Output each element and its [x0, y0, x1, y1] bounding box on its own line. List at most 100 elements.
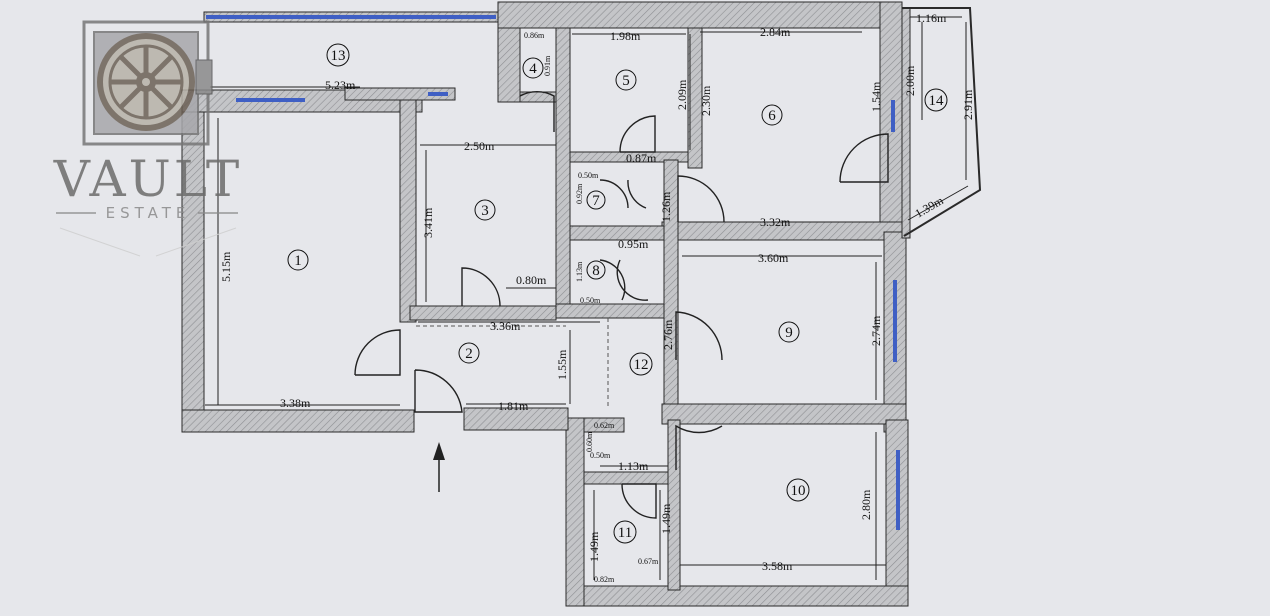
- door-arc: [677, 175, 725, 223]
- room-label-13: 13: [326, 43, 350, 67]
- dim-label: 2.09m: [675, 79, 689, 110]
- dim-label: 1.16m: [916, 11, 947, 25]
- logo-tagline: ESTATE: [106, 204, 191, 222]
- wall: [565, 585, 909, 607]
- balcony-14-outline: [902, 7, 982, 237]
- door-arc: [619, 115, 656, 153]
- room-label-5: 5: [615, 69, 637, 91]
- svg-text:8: 8: [592, 263, 600, 279]
- svg-text:9: 9: [785, 325, 793, 341]
- wall: [497, 1, 899, 29]
- door-arc: [354, 329, 401, 376]
- svg-text:14: 14: [929, 93, 945, 109]
- wall: [181, 89, 205, 433]
- wall: [901, 7, 911, 239]
- wall: [344, 87, 456, 101]
- room-label-4: 4: [522, 57, 544, 79]
- wall: [463, 407, 569, 431]
- door-arc: [414, 369, 463, 413]
- svg-text:12: 12: [634, 357, 649, 373]
- dim-label: 0.92m: [575, 183, 584, 204]
- dim-label: 2.84m: [760, 25, 791, 39]
- svg-text:5: 5: [622, 73, 630, 89]
- dim-label: 0.86m: [524, 31, 545, 40]
- door-arc: [675, 424, 723, 470]
- dim-label: 2.00m: [903, 65, 917, 96]
- door-arc: [461, 267, 501, 307]
- dim-label: 5.23m: [325, 78, 356, 92]
- room-label-8: 8: [586, 260, 606, 280]
- svg-text:1: 1: [294, 253, 302, 269]
- wall: [583, 417, 625, 433]
- wall: [399, 99, 417, 323]
- dimension-labels: 5.23m 5.15m 3.38m 2.50m 3.41m 0.80m 3.36…: [219, 11, 975, 584]
- dim-label: 2.74m: [869, 315, 883, 346]
- dim-label: 1.49m: [587, 531, 601, 562]
- room-label-7: 7: [586, 190, 606, 210]
- dim-label: 2.50m: [464, 139, 495, 153]
- room-label-2: 2: [458, 342, 480, 364]
- svg-text:7: 7: [592, 193, 600, 209]
- dimension-lines: [205, 16, 969, 580]
- dim-label: 3.41m: [421, 207, 435, 238]
- svg-text:10: 10: [791, 483, 806, 499]
- dim-label: 1.13m: [618, 459, 649, 473]
- dim-label: 1.81m: [498, 399, 529, 413]
- svg-text:13: 13: [331, 48, 346, 64]
- svg-text:3: 3: [481, 203, 489, 219]
- dim-label: 1.26m: [659, 191, 673, 222]
- room-label-6: 6: [761, 104, 783, 126]
- dim-label: 3.36m: [490, 319, 521, 333]
- doors: [354, 91, 889, 519]
- dim-label: 0.87m: [626, 151, 657, 165]
- wall: [569, 225, 665, 241]
- svg-text:4: 4: [529, 61, 537, 77]
- vault-estate-logo: VAULT ESTATE: [53, 20, 242, 257]
- room-label-3: 3: [474, 199, 496, 221]
- svg-text:11: 11: [618, 525, 632, 541]
- svg-text:6: 6: [768, 108, 776, 124]
- door-arc: [519, 91, 555, 132]
- dim-label: 2.80m: [859, 489, 873, 520]
- dim-label: 0.50m: [578, 171, 599, 180]
- dim-label: 0.80m: [516, 273, 547, 287]
- dim-label: 1.55m: [555, 349, 569, 380]
- dim-label: 0.50m: [580, 296, 601, 305]
- logo-brand: VAULT: [53, 150, 242, 208]
- entrance-arrow: [433, 442, 445, 492]
- dim-label: 0.60m: [585, 431, 594, 452]
- door-arc: [599, 259, 649, 301]
- room-label-1: 1: [287, 249, 309, 271]
- room-label-11: 11: [613, 520, 637, 544]
- dim-label: 0.91m: [543, 55, 552, 76]
- wall: [661, 403, 907, 425]
- door-arc: [621, 483, 657, 519]
- svg-text:2: 2: [465, 346, 473, 362]
- dim-label: 1.49m: [659, 503, 673, 534]
- dim-label: 1.13m: [575, 261, 584, 282]
- dim-label: 0.82m: [594, 575, 615, 584]
- wall: [667, 419, 681, 591]
- door-arc: [599, 179, 647, 209]
- hall-lines: [416, 318, 609, 408]
- dim-label: 5.15m: [219, 251, 233, 282]
- dim-label: 0.62m: [594, 421, 615, 430]
- dim-label: 0.50m: [590, 451, 611, 460]
- walls: [181, 1, 911, 607]
- dim-label: 3.32m: [760, 215, 791, 229]
- dim-label: 3.38m: [280, 396, 311, 410]
- door-arc: [839, 133, 889, 183]
- room-labels: 1 2 3 4 5 6 7 8 9 10 11 12 13 14: [287, 43, 948, 544]
- dim-label: 0.67m: [638, 557, 659, 566]
- dim-label: 2.91m: [961, 89, 975, 120]
- wall: [555, 303, 665, 319]
- room-label-12: 12: [629, 352, 653, 376]
- wall: [409, 305, 557, 321]
- door-arc: [675, 311, 723, 361]
- wall: [687, 27, 703, 169]
- wall: [555, 27, 571, 319]
- dim-label: 1.98m: [610, 29, 641, 43]
- room-label-10: 10: [786, 478, 810, 502]
- dim-label: 1.39m: [913, 193, 947, 221]
